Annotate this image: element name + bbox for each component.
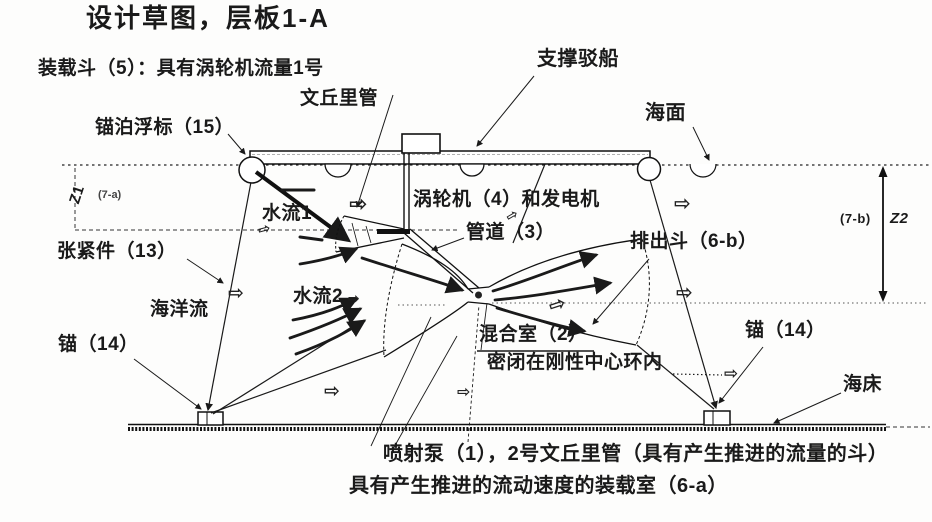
label-water-flow-2: 水流2	[293, 286, 344, 307]
label-anchor-14-left: 锚（14）	[58, 334, 139, 355]
anchor-block-right	[703, 410, 731, 426]
mooring-lines	[205, 163, 718, 415]
label-mixing-chamber-2: 混合室（2）	[479, 324, 588, 345]
flow-arrow-icon: ⇨	[228, 283, 244, 304]
label-discharge-bucket-6b: 排出斗（6-b）	[630, 231, 758, 252]
mixing-chamber-throat	[467, 286, 490, 305]
label-tensioner-13: 张紧件（13）	[57, 241, 177, 262]
label-z1-ref-7a: (7-a)	[98, 189, 122, 201]
flow-arrow-icon: ⇨	[457, 384, 471, 401]
support-barge	[238, 150, 717, 184]
streamlines	[280, 188, 613, 356]
label-support-barge: 支撑驳船	[537, 48, 619, 70]
label-sea-surface: 海面	[645, 102, 686, 124]
flow-arrow-icon: ⇨	[324, 381, 340, 402]
page-title: 设计草图，层板1-A	[86, 3, 330, 33]
leader-lines	[133, 75, 842, 450]
z1-depth-box	[74, 168, 458, 231]
label-load-bucket-5-line1: 装载斗（5）：具有涡轮机流量1号	[38, 58, 324, 79]
label-jet-pump-1-venturi-2: 喷射泵（1），2号文丘里管（具有产生推进的流量的斗）	[383, 443, 889, 465]
flow-arrow-icon: ⇨	[676, 282, 693, 304]
label-turbine-4-generator: 涡轮机（4）和发电机	[413, 189, 600, 210]
label-ocean-current: 海洋流	[150, 299, 209, 320]
label-anchor-14-right: 锚（14）	[745, 320, 826, 341]
label-load-bucket-5-line2: 文丘里管	[300, 88, 379, 109]
label-mooring-buoy-15: 锚泊浮标（15）	[95, 117, 235, 138]
label-seabed: 海床	[843, 374, 883, 395]
turbine-generator-box	[377, 133, 441, 234]
venturi-left-bell	[383, 243, 469, 358]
label-sealed-rigid-ring: 密闭在刚性中心环内	[487, 352, 663, 373]
label-water-flow-1: 水流1	[262, 203, 313, 224]
flow-arrow-icon: ⇨	[348, 290, 360, 306]
seabed-line	[128, 423, 930, 431]
sea-wave-bump	[689, 163, 717, 178]
flow-arrow-icon: ⇨	[724, 364, 739, 383]
z2-depth-arrow	[398, 166, 928, 306]
label-z2-ref-7b: (7-b)	[840, 211, 871, 226]
flow-arrow-icon: ⇨	[349, 191, 368, 216]
label-pipe-3: 管道（3）	[466, 222, 556, 243]
label-z2: Z2	[890, 210, 909, 227]
mooring-buoy-float	[238, 156, 266, 184]
anchor-block-left	[197, 411, 224, 426]
label-loading-chamber-6a: 具有产生推进的流动速度的装载室（6-a）	[349, 475, 728, 497]
flow-arrow-icon: ⇨	[674, 193, 691, 215]
